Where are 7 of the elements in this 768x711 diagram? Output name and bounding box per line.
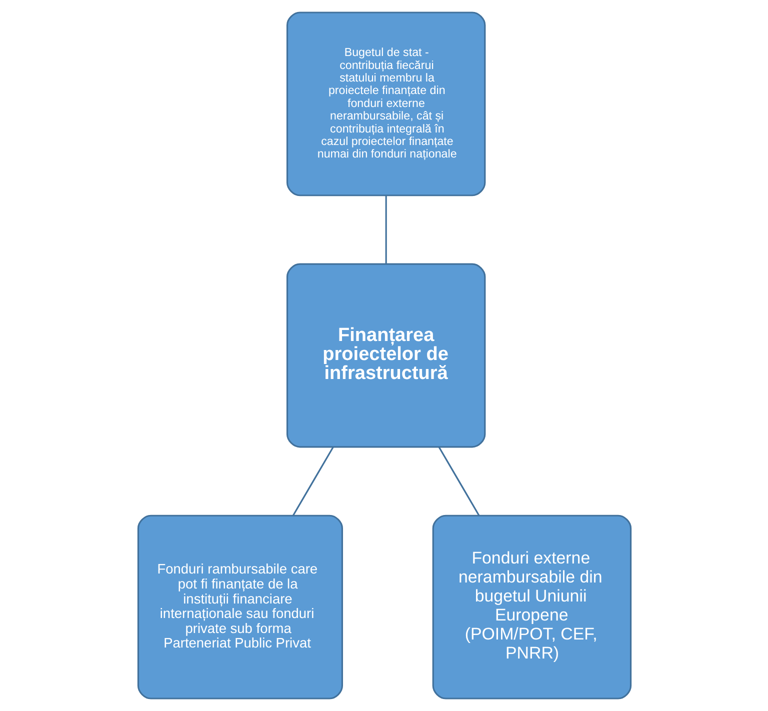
node-box: Fonduri externe nerambursabile din bugetul Uniunii Europene (POIM/POT, CEF, PNRR) xyxy=(432,514,632,700)
connector xyxy=(292,446,334,516)
connector xyxy=(384,195,386,264)
node-box: Bugetul de stat - contribuția fiecărui statului membru la proiectele finanțate din fonduri externe nerambursabile, cât și contribuția integrală în cazul proiectelor finanțate numai din fonduri naționale xyxy=(286,12,486,196)
node-box: Fonduri rambursabile care pot fi finanțate de la instituții financiare internaționale sau fonduri private sub forma Parteneriat Public Privat xyxy=(136,514,343,700)
node-box: Finanțarea proiectelor de infrastructură xyxy=(286,263,486,448)
connector xyxy=(438,446,480,516)
